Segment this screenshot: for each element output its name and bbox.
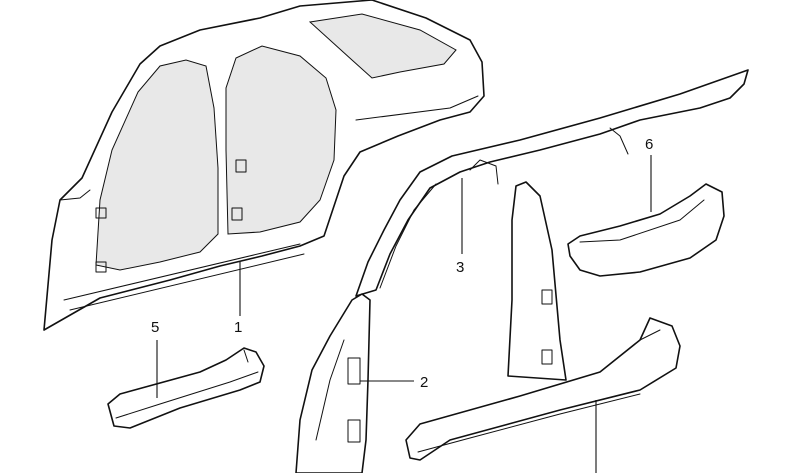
roof-frame-part[interactable] [355,69,749,297]
leader-lines [156,155,652,473]
front-pillar-part[interactable] [295,181,567,473]
sill-reinforcement-part[interactable] [107,347,265,429]
callout-5: 5 [151,319,159,336]
rear-rocker-part[interactable] [567,183,725,277]
side-frame-part[interactable] [43,0,485,331]
sill-panel-part[interactable] [405,317,681,461]
callout-1: 1 [234,319,242,336]
callout-2: 2 [420,374,428,391]
callout-6: 6 [645,136,653,153]
callout-3: 3 [456,259,464,276]
